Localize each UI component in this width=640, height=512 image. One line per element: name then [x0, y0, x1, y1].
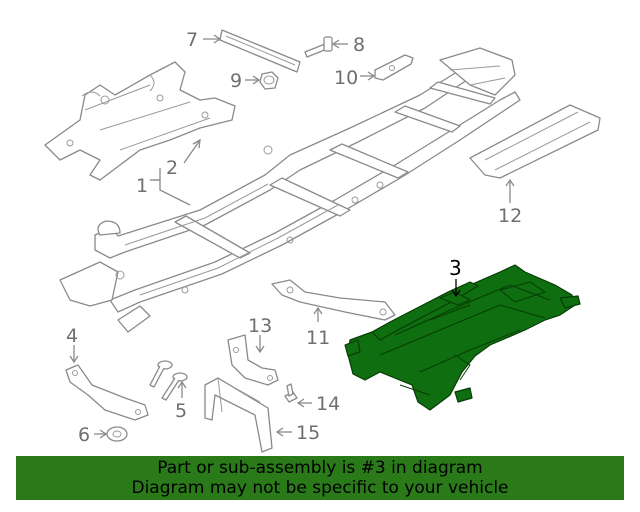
- part-14-bolt[interactable]: [284, 383, 298, 403]
- info-banner: Part or sub-assembly is #3 in diagram Di…: [16, 456, 624, 500]
- part-13-bracket[interactable]: [227, 334, 279, 386]
- callout-10: 10: [334, 67, 358, 89]
- callout-11: 11: [306, 327, 330, 349]
- callout-2: 2: [166, 157, 178, 179]
- part-11-bracket[interactable]: [271, 279, 396, 321]
- banner-line-2: Diagram may not be specific to your vehi…: [131, 478, 509, 498]
- callout-4: 4: [66, 325, 78, 347]
- part-15-cover[interactable]: [204, 377, 273, 453]
- part-2-crossmember[interactable]: [44, 61, 236, 181]
- callout-6: 6: [78, 424, 90, 446]
- callout-15: 15: [296, 422, 320, 444]
- callout-14: 14: [316, 393, 340, 415]
- part-9-nut[interactable]: [259, 71, 279, 90]
- part-10-bracket[interactable]: [374, 54, 414, 81]
- part-4-bracket[interactable]: [65, 364, 149, 421]
- callout-3: 3: [449, 256, 462, 280]
- callout-9: 9: [230, 70, 242, 92]
- part-8-bolt[interactable]: [304, 36, 333, 58]
- callout-12: 12: [498, 205, 522, 227]
- parts-diagram: 7 8 9 10 2: [44, 29, 601, 453]
- part-7-strip[interactable]: [219, 29, 301, 73]
- callout-8: 8: [353, 34, 365, 56]
- callout-13: 13: [248, 315, 272, 337]
- callout-5: 5: [175, 400, 187, 422]
- banner-line-1: Part or sub-assembly is #3 in diagram: [157, 458, 483, 478]
- part-12-shield[interactable]: [469, 104, 601, 179]
- part-6-washer[interactable]: [106, 426, 128, 442]
- callout-7: 7: [186, 29, 198, 51]
- part-5-bolts[interactable]: [149, 360, 188, 401]
- part-3-subframe[interactable]: [344, 264, 581, 411]
- part-1-frame[interactable]: [59, 47, 521, 333]
- callout-1: 1: [136, 175, 148, 197]
